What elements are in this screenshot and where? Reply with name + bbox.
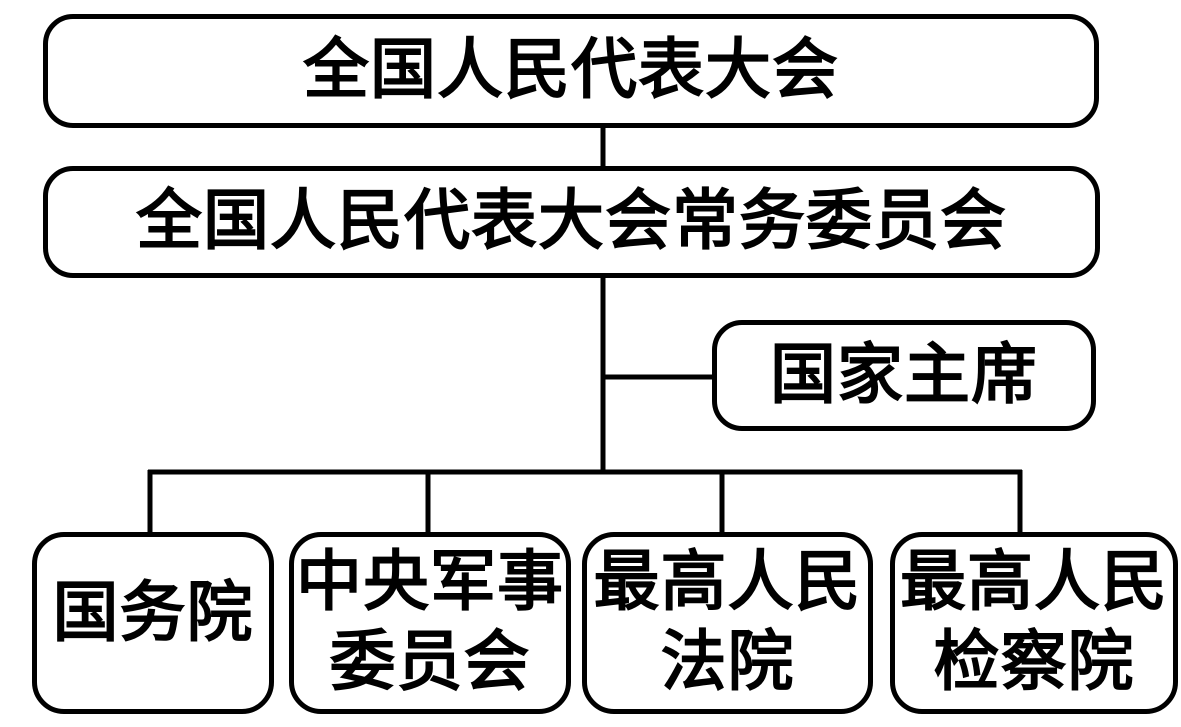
node-central-military-commission: 中央军事 委员会: [289, 532, 571, 714]
node-npc-standing-committee: 全国人民代表大会常务委员会: [43, 166, 1100, 278]
node-supreme-peoples-procuratorate: 最高人民 检察院: [890, 532, 1178, 714]
node-supreme-peoples-court: 最高人民 法院: [582, 532, 873, 714]
node-label-line1: 中央军事: [296, 546, 564, 619]
node-label-line1: 最高人民: [593, 546, 862, 619]
node-label-line2: 检察院: [933, 626, 1135, 699]
node-label: 国家主席: [770, 338, 1038, 412]
node-label-line2: 委员会: [329, 626, 531, 699]
node-state-council: 国务院: [32, 532, 274, 714]
node-label: 国务院: [52, 577, 254, 650]
node-label-line2: 法院: [660, 626, 795, 699]
node-state-president: 国家主席: [712, 320, 1096, 431]
node-label-line1: 最高人民: [900, 546, 1168, 619]
node-label: 全国人民代表大会常务委员会: [136, 185, 1007, 258]
node-national-peoples-congress: 全国人民代表大会: [43, 14, 1099, 128]
node-label: 全国人民代表大会: [303, 34, 839, 107]
